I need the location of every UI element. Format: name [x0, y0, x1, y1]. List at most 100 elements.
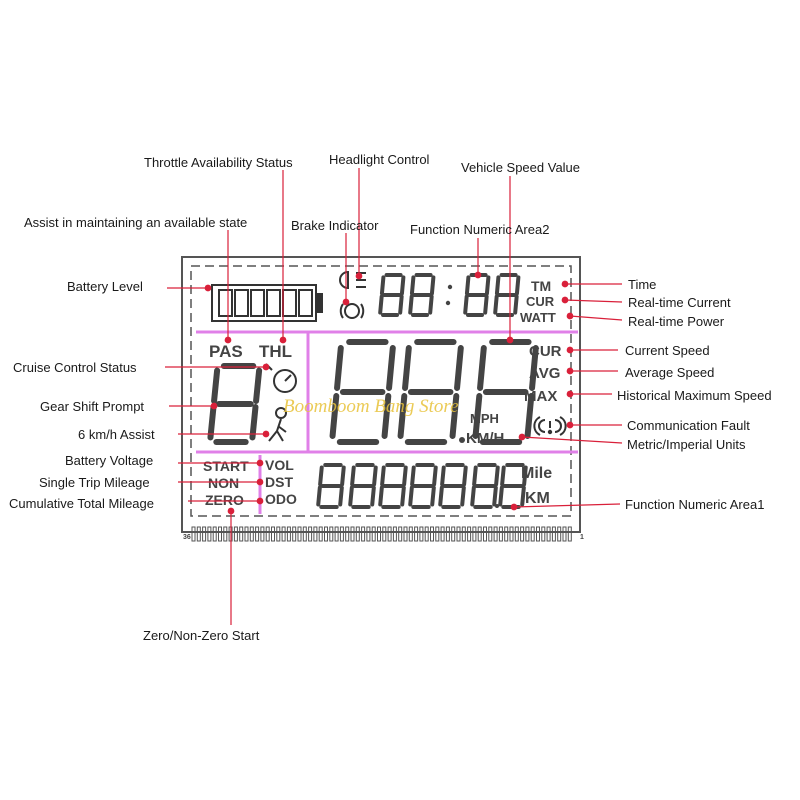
- lcd-km: KM: [525, 490, 550, 507]
- lcd-start: START: [203, 458, 249, 474]
- pin: [345, 526, 350, 542]
- pin: [318, 526, 323, 542]
- pin: [567, 526, 572, 542]
- pin: [233, 526, 238, 542]
- pin: [366, 526, 371, 542]
- time-digit-0: [378, 273, 406, 317]
- label-realtime-current: Real-time Current: [628, 295, 731, 310]
- speed-digit-0: [329, 339, 396, 445]
- pin: [339, 526, 344, 542]
- lcd-thl: THL: [259, 342, 292, 361]
- lcd-odo: ODO: [265, 491, 297, 507]
- label-throttle: Throttle Availability Status: [144, 155, 293, 170]
- time-digit-1: [408, 273, 436, 317]
- pin: [493, 526, 498, 542]
- lcd-cur-speed: CUR: [529, 343, 562, 360]
- pin: [525, 526, 530, 542]
- label-realtime-power: Real-time Power: [628, 314, 725, 329]
- pin: [286, 526, 291, 542]
- pin: [445, 526, 450, 542]
- label-cruise: Cruise Control Status: [13, 360, 137, 375]
- pin: [451, 526, 456, 542]
- pin: [514, 526, 519, 542]
- pin: [392, 526, 397, 542]
- pin: [297, 526, 302, 542]
- pin: [456, 526, 461, 542]
- pin: [509, 526, 514, 542]
- speed-decimal-dot: [459, 437, 465, 443]
- pin: [546, 526, 551, 542]
- pin: [361, 526, 366, 542]
- pin: [414, 526, 419, 542]
- pin: [329, 526, 334, 542]
- pin: [377, 526, 381, 542]
- speed-digit-1: [397, 339, 464, 445]
- pin: [196, 526, 201, 542]
- label-comm-fault: Communication Fault: [627, 418, 750, 433]
- pin: [324, 526, 328, 542]
- walk-assist-icon: [268, 407, 287, 442]
- lcd-avg: AVG: [529, 365, 560, 382]
- callout-lines: [165, 168, 623, 625]
- odo-decimal-dot: [495, 504, 499, 508]
- lcd-mile: Mile: [521, 465, 552, 482]
- lcd-vol: VOL: [265, 457, 294, 473]
- label-gear-shift: Gear Shift Prompt: [40, 399, 145, 414]
- label-hist-max-speed: Historical Maximum Speed: [617, 388, 772, 403]
- odo-digit-2: [378, 463, 408, 509]
- pin: [430, 526, 434, 542]
- label-headlight: Headlight Control: [329, 152, 430, 167]
- pin: [207, 526, 212, 542]
- pin: [244, 526, 249, 542]
- pin: [202, 526, 207, 542]
- time-digit-3: [493, 273, 521, 317]
- label-vehicle-speed: Vehicle Speed Value: [461, 160, 581, 175]
- pin: [271, 526, 275, 542]
- label-units: Metric/Imperial Units: [627, 437, 746, 452]
- odo-digit-3: [408, 463, 438, 509]
- label-battery-level: Battery Level: [67, 279, 143, 294]
- pin: [520, 526, 525, 542]
- lcd-non: NON: [208, 475, 239, 491]
- pin: [467, 526, 472, 542]
- pin: [255, 526, 260, 542]
- pin: [276, 526, 281, 542]
- label-current-speed: Current Speed: [625, 343, 710, 358]
- pin: [313, 526, 318, 542]
- lcd-dst: DST: [265, 474, 293, 490]
- pin: [292, 526, 297, 542]
- label-assist-6kmh: 6 km/h Assist: [78, 427, 155, 442]
- pin: [334, 526, 339, 542]
- lcd-mph: MPH: [470, 411, 499, 426]
- pin: [191, 526, 196, 542]
- pin: [212, 526, 217, 542]
- label-brake: Brake Indicator: [291, 218, 379, 233]
- label-func-area1: Function Numeric Area1: [625, 497, 765, 512]
- speed-digit-2: [472, 339, 539, 445]
- pin: [472, 526, 477, 542]
- pin: [398, 526, 403, 542]
- time-colon-dot: [447, 284, 453, 290]
- pin: [461, 526, 466, 542]
- label-func-area2: Function Numeric Area2: [410, 222, 550, 237]
- lcd-max: MAX: [524, 388, 557, 405]
- brake-icon: [339, 303, 365, 319]
- label-battery-voltage: Battery Voltage: [65, 453, 154, 468]
- pin: [281, 526, 286, 542]
- pin: [350, 526, 355, 542]
- time-digit-2: [463, 273, 491, 317]
- label-single-trip: Single Trip Mileage: [39, 475, 150, 490]
- lcd-tm: TM: [531, 278, 551, 294]
- comm-fault-icon: [533, 416, 567, 436]
- pin: [223, 526, 228, 542]
- pin: [477, 526, 482, 542]
- pin: [387, 526, 392, 542]
- label-assist-state: Assist in maintaining an available state: [24, 215, 248, 230]
- odo-digit-1: [348, 463, 378, 509]
- pin: [504, 526, 509, 542]
- pin: [541, 526, 546, 542]
- label-time: Time: [628, 277, 657, 292]
- battery-icon: [211, 284, 323, 322]
- pin: [435, 526, 440, 542]
